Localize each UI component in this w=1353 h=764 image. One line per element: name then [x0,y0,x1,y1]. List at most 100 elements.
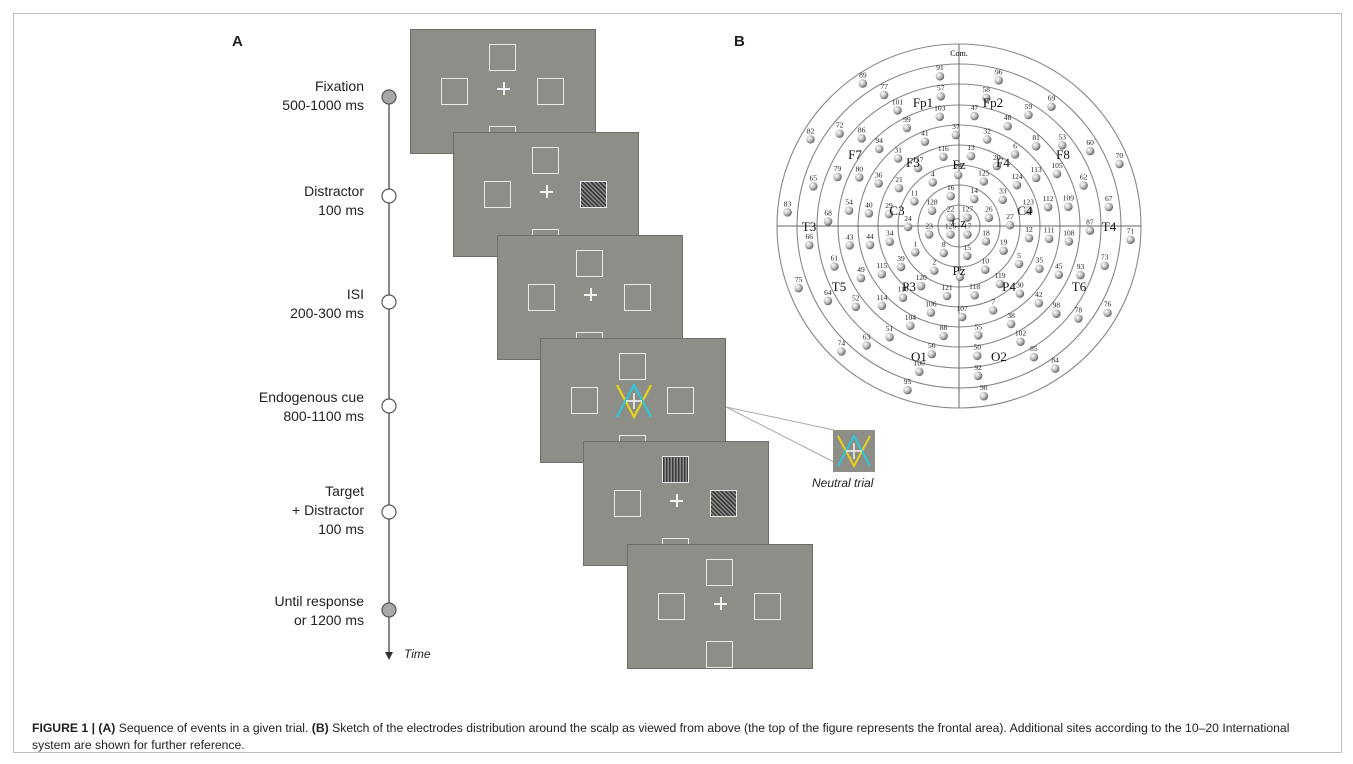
electrode [951,130,961,140]
electrode-label: 127 [962,205,974,214]
electrode [1043,202,1053,212]
electrode [896,262,906,272]
electrode [864,209,874,218]
event-label-fixation: Fixation 500-1000 ms [282,78,364,113]
electrode [972,351,982,361]
site-1020-label: F8 [1056,147,1070,162]
timeline-marker-response [381,602,397,618]
electrode [970,111,979,121]
timeline [381,89,397,660]
electrode [858,79,868,88]
electrode [1003,121,1012,131]
site-1020-label: O2 [991,349,1007,364]
electrode [913,163,923,173]
electrode [1074,314,1083,323]
electrode-label: 42 [1035,290,1043,299]
electrode [984,213,994,223]
electrode [955,272,965,282]
electrode-label: 89 [859,70,867,79]
figure-frame: A Time Fixation 500-1000 ms Distractor 1… [13,13,1342,753]
electrode [1024,110,1033,120]
electrode [963,213,972,222]
electrode-label: 47 [971,103,979,112]
site-1020-label: T3 [802,219,816,234]
electrode-label: 34 [886,229,894,238]
site-1020-label: Fp2 [983,95,1003,110]
electrode [916,281,926,291]
electrode-label: 8 [942,240,946,249]
electrode-label: 102 [1015,329,1027,338]
electrode [844,206,854,215]
electrode [939,248,949,258]
electrode [1104,202,1114,212]
electrode [1126,235,1135,245]
site-1020-label: O1 [911,349,927,364]
electrode-label: 110 [897,285,908,294]
electrode-label: 16 [947,183,955,192]
placeholder-top [489,44,516,71]
electrode [946,213,955,222]
electrode [794,283,803,293]
electrode-label: 15 [964,243,972,252]
electrode-label: 94 [875,136,883,145]
electrode [995,279,1005,289]
site-1020-label: C3 [889,203,904,218]
fixation-cross [540,185,553,198]
electrode [1034,298,1044,308]
electrode-label: 93 [1077,262,1085,271]
electrode-label: 82 [807,126,815,135]
caption-a-text: Sequence of events in a given trial. [115,721,312,735]
panel-b-letter: B [734,33,745,50]
electrode-label: 19 [1000,238,1008,247]
electrode [1079,181,1088,190]
electrode-label: 12 [1025,225,1033,234]
electrode [979,177,989,186]
electrode-label: 90 [980,383,988,392]
electrode-label: 43 [846,232,854,241]
electrode-label: 49 [857,265,865,274]
electrode-label: 6 [1013,141,1017,150]
electrode-label: 61 [831,253,839,262]
electrode [906,321,915,331]
electrode [980,265,990,275]
electrode-label: 69 [1048,94,1056,103]
electrode-label: 10 [982,257,990,266]
electrode-label: 3 [958,264,962,273]
electrode [865,240,875,250]
electrode [1012,180,1022,190]
electrode-label: 38 [1007,311,1015,320]
electrode-label: 120 [915,273,927,282]
site-1020-label: F4 [996,155,1010,170]
electrode-label: 39 [897,254,905,263]
electrode [809,181,818,191]
electrode [1085,146,1095,156]
electrode-label: 81 [1032,133,1040,142]
electrode-label: 121 [941,283,953,292]
timeline-marker-isi [381,294,397,310]
timeline-marker-fixation [381,89,397,105]
event-label-isi: ISI 200-300 ms [290,286,364,321]
cue-chevrons [616,382,652,420]
electrode [1015,289,1025,298]
electrode [927,349,937,359]
electrode [874,144,884,154]
electrode-label: 36 [875,170,883,179]
electrode [884,209,894,219]
electrode [833,172,842,182]
electrode-label: 17 [964,221,972,230]
electrode [837,347,846,356]
site-1020-label: F7 [848,147,862,162]
electrode [845,240,854,250]
electrode-label: 1 [913,239,917,248]
electrode-label: 37 [952,122,960,131]
electrode [992,161,1002,171]
electrode-label: 62 [1080,173,1088,182]
electrode-label: 91 [936,63,944,72]
caption-figure-number: FIGURE 1 | [32,721,99,735]
electrode [879,90,889,100]
placeholder-right [667,387,694,414]
site-1020-label: P4 [1002,279,1016,294]
electrode-label: 57 [937,83,945,92]
site-1020-label: Pz [953,263,966,278]
electrode-label: 112 [1043,194,1054,203]
